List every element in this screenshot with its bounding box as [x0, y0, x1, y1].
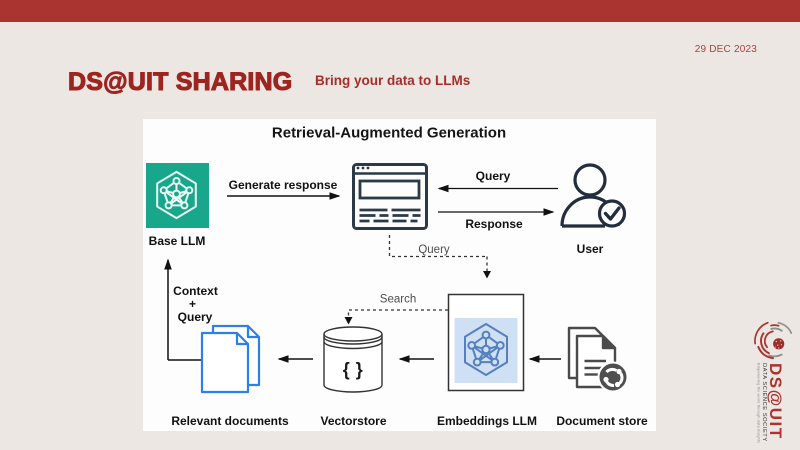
svg-text:Embeddings LLM: Embeddings LLM: [437, 414, 537, 428]
svg-text:{ }: { }: [343, 360, 364, 380]
svg-text:DS@UIT: DS@UIT: [766, 363, 785, 440]
svg-text:Relevant documents: Relevant documents: [171, 414, 289, 428]
svg-text:Search: Search: [380, 294, 416, 306]
svg-text:Query: Query: [476, 169, 511, 183]
svg-text:Retrieval-Augmented Generation: Retrieval-Augmented Generation: [272, 125, 506, 142]
svg-text:Response: Response: [465, 217, 523, 231]
svg-text:Query: Query: [178, 310, 213, 324]
svg-text:Context: Context: [173, 284, 218, 298]
svg-text:Base LLM: Base LLM: [149, 234, 206, 248]
svg-text:Empowering the world through d: Empowering the world through data insigh…: [757, 363, 761, 443]
svg-text:DATA SCIENCE SOCIETY: DATA SCIENCE SOCIETY: [761, 363, 767, 442]
svg-text:+: +: [189, 297, 196, 311]
svg-text:Query: Query: [418, 244, 450, 256]
svg-text:User: User: [577, 242, 604, 256]
svg-text:Generate response: Generate response: [229, 178, 338, 192]
svg-text:Document store: Document store: [556, 414, 648, 428]
svg-text:Vectorstore: Vectorstore: [320, 414, 386, 428]
